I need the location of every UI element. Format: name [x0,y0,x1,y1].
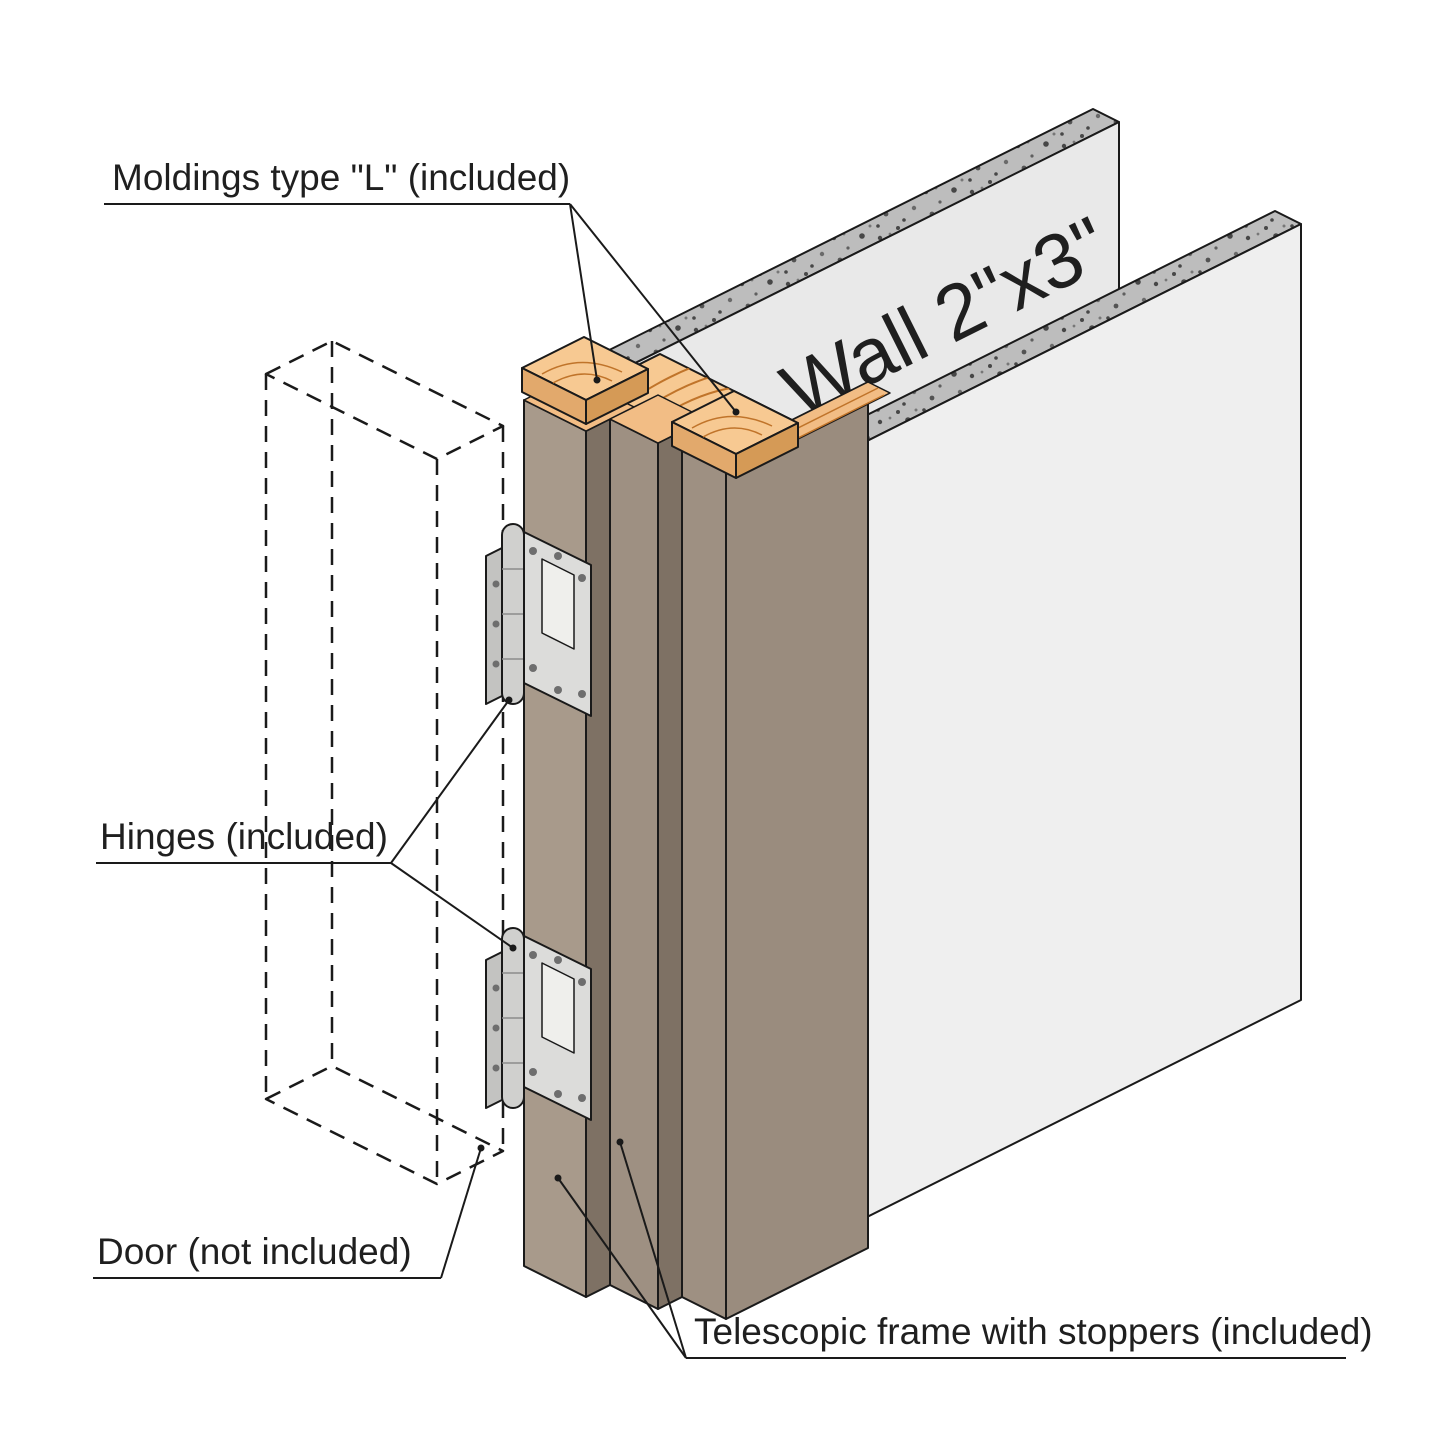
grain-ring [558,354,824,488]
molding-l-right [671,390,799,479]
leader-dot [505,696,513,704]
grain-line [691,415,773,429]
leader-moldings-2 [569,203,737,413]
door-bottom-face [264,1064,505,1186]
label-telescopic-frame: Telescopic frame with stoppers (included… [694,1311,1373,1352]
callouts [390,203,740,1359]
grain-line [702,427,763,438]
grain-line [552,373,613,384]
molding-l-left [521,336,649,425]
telescopic-frame [523,375,891,1320]
leader-dot [593,376,601,384]
leader-dot [616,1138,624,1146]
leader-frame-1 [557,1177,687,1359]
frame-step-side [657,430,683,1310]
leader-dot [509,944,517,952]
molding-right-face [585,368,649,425]
frame-stop-side [585,418,611,1298]
leader-door [440,1147,482,1279]
annotations: Moldings type "L" (included) Hinges (inc… [93,157,1373,1359]
leader-frame-2 [619,1141,687,1359]
frame-stop-face [609,418,659,1310]
door-top-face [264,339,505,461]
frame-jamb-face [523,399,587,1298]
molding-right-face [735,422,799,479]
leader-moldings-1 [569,203,598,381]
leader-dot [477,1144,485,1152]
door-outline [264,339,505,1186]
leader-dot [732,408,740,416]
frame-inner-face [681,430,727,1320]
label-hinges: Hinges (included) [100,816,388,857]
leader-dot [554,1174,562,1182]
frame-extension-face [725,381,869,1320]
leader-hinge-2 [390,862,514,949]
leader-hinge-1 [390,699,510,864]
label-moldings: Moldings type "L" (included) [112,157,570,198]
grain-line [541,361,623,375]
label-door: Door (not included) [97,1231,412,1272]
